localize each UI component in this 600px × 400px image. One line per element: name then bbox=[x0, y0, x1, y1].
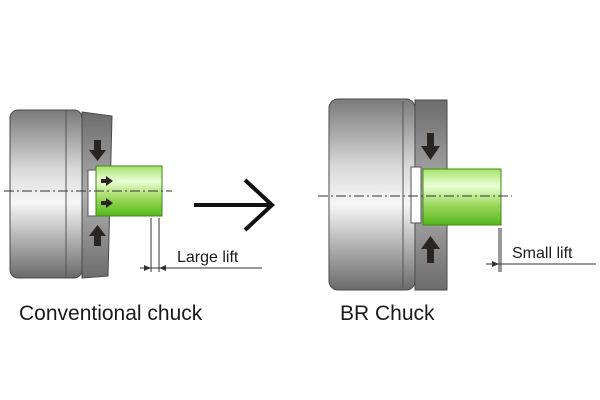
conventional-chuck-diagram: Large lift bbox=[4, 109, 262, 279]
push-arrow-icon bbox=[101, 198, 113, 208]
large-lift-label: Large lift bbox=[177, 249, 239, 266]
right-arrow-icon bbox=[194, 178, 275, 232]
lift-dimension: Small lift bbox=[486, 228, 596, 272]
chuck-body bbox=[328, 98, 416, 291]
clamp-down-arrow-icon bbox=[89, 140, 106, 161]
workpiece bbox=[422, 168, 502, 226]
clamp-up-arrow-icon bbox=[421, 236, 440, 263]
small-lift-label: Small lift bbox=[512, 245, 573, 262]
br-chuck-caption: BR Chuck bbox=[340, 302, 435, 325]
conventional-chuck-caption: Conventional chuck bbox=[19, 302, 203, 325]
chuck-body bbox=[9, 109, 83, 279]
lift-dimension: Large lift bbox=[140, 218, 262, 272]
push-arrow-icon bbox=[101, 176, 113, 186]
clamp-down-arrow-icon bbox=[421, 133, 440, 160]
br-chuck-diagram: Small lift bbox=[318, 98, 596, 291]
clamp-up-arrow-icon bbox=[89, 225, 106, 246]
